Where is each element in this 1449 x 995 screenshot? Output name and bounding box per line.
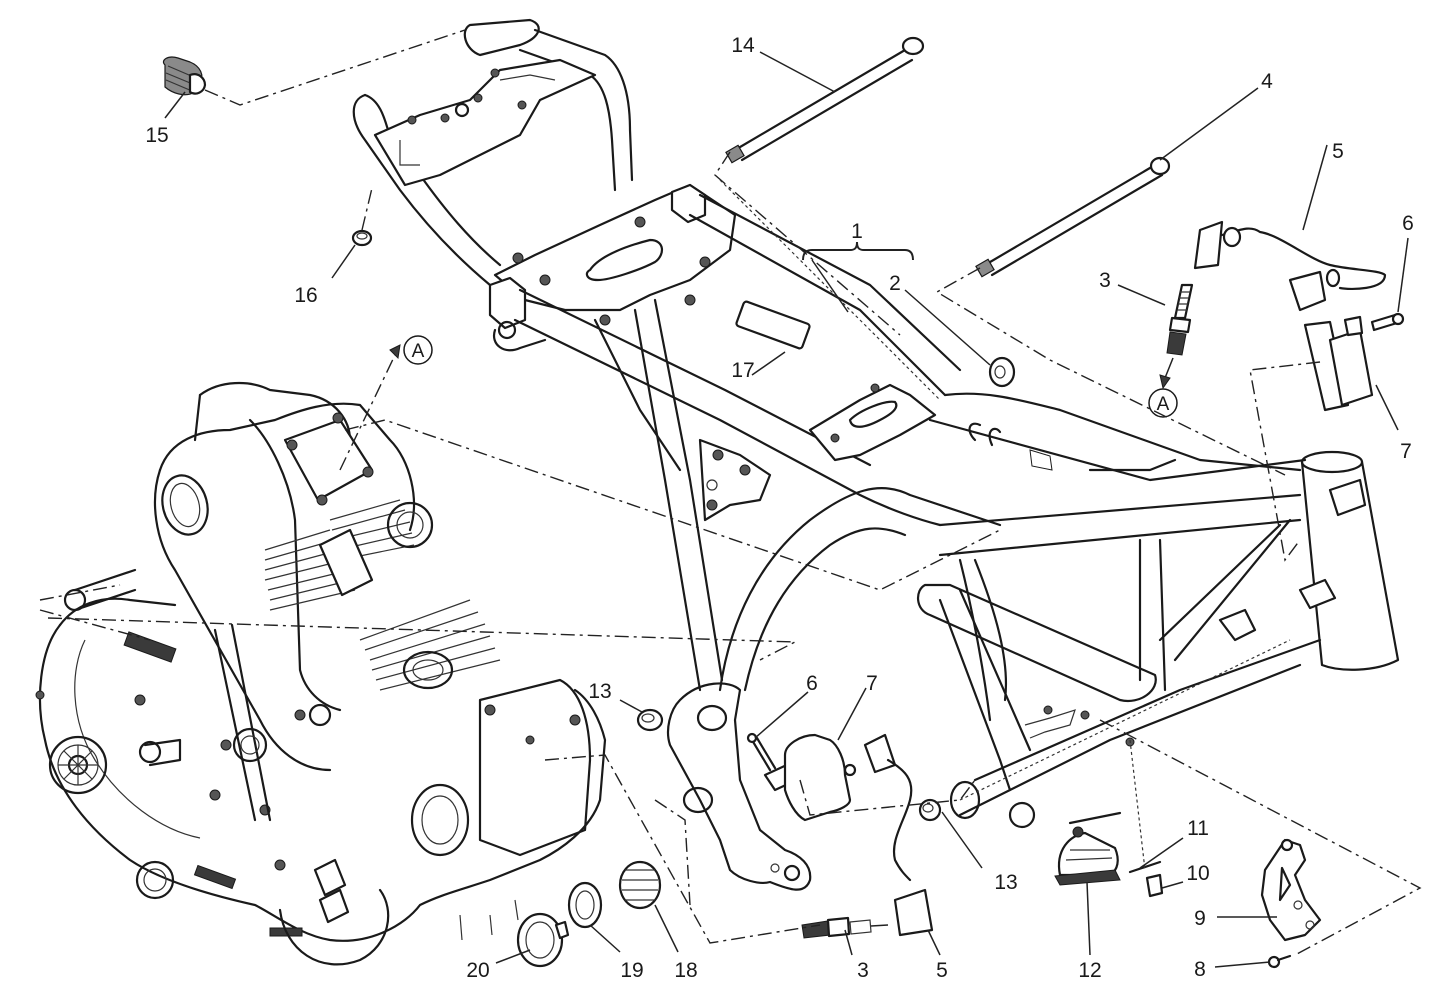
part-9-bracket xyxy=(1260,838,1322,942)
callout-20: 20 xyxy=(466,959,489,982)
part-13-nut-left xyxy=(636,708,664,732)
callout-2: 2 xyxy=(889,272,901,295)
ref-a-label-right: A xyxy=(1157,394,1170,415)
callout-9: 9 xyxy=(1194,907,1206,930)
part-3-spark-plug-lower xyxy=(801,916,889,939)
callout-4: 4 xyxy=(1261,70,1273,93)
part-17-label-plate xyxy=(735,300,811,350)
callout-13-left: 13 xyxy=(588,680,611,703)
callout-5-upper: 5 xyxy=(1332,140,1344,163)
engine-assembly xyxy=(35,381,607,966)
part-8-bolt xyxy=(1267,954,1292,969)
part-5-ht-lead-lower xyxy=(863,733,934,937)
callout-5-lower: 5 xyxy=(936,959,948,982)
part-20-cap xyxy=(516,912,570,968)
callout-18: 18 xyxy=(674,959,697,982)
part-6-bolt-upper xyxy=(1370,312,1405,332)
part-10-bolt xyxy=(1145,873,1164,898)
part-2-bushing xyxy=(988,356,1016,388)
part-19-ring xyxy=(567,881,603,929)
reference-marker-a-right: A xyxy=(1148,388,1178,418)
callout-8: 8 xyxy=(1194,958,1206,981)
callout-7-upper: 7 xyxy=(1400,440,1412,463)
part-16-nut xyxy=(351,229,373,247)
part-7-ignition-coil-lower xyxy=(763,733,857,822)
part-5-ht-lead-upper xyxy=(1193,220,1387,312)
callout-15: 15 xyxy=(145,124,168,147)
assembly-lines xyxy=(39,29,1422,956)
callout-13-right: 13 xyxy=(994,871,1017,894)
part-4-long-bolt xyxy=(975,156,1171,278)
part-7-ignition-coil-upper xyxy=(1303,315,1374,412)
reference-marker-a-engine: A xyxy=(339,335,433,471)
callout-6-lower: 6 xyxy=(806,672,818,695)
frame-assembly xyxy=(352,18,1400,829)
part-18-damper xyxy=(618,860,662,910)
part-13-nut-right xyxy=(918,798,942,822)
part-15-rubber-plug xyxy=(162,56,207,96)
callout-19: 19 xyxy=(620,959,643,982)
engine-mount-bracket xyxy=(666,682,812,891)
callout-7-lower: 7 xyxy=(866,672,878,695)
callout-3-lower: 3 xyxy=(857,959,869,982)
ref-a-label: A xyxy=(412,341,425,362)
leader-lines xyxy=(164,51,1409,968)
callout-1: 1 xyxy=(851,220,863,243)
part-14-long-bolt xyxy=(725,36,925,164)
callout-6-upper: 6 xyxy=(1402,212,1414,235)
callout-labels: 1 2 3 3 4 5 5 6 6 7 7 8 9 10 11 12 13 13… xyxy=(145,34,1414,982)
part-12-horn xyxy=(1054,811,1122,886)
callout-12: 12 xyxy=(1078,959,1101,982)
callout-10: 10 xyxy=(1186,862,1209,885)
callout-17: 17 xyxy=(731,359,754,382)
callout-3-upper: 3 xyxy=(1099,269,1111,292)
part-6-bolt-lower xyxy=(746,732,777,772)
callout-14: 14 xyxy=(731,34,755,57)
callout-11: 11 xyxy=(1187,817,1209,840)
part-3-spark-plug-upper xyxy=(1159,283,1194,390)
callout-16: 16 xyxy=(294,284,317,307)
